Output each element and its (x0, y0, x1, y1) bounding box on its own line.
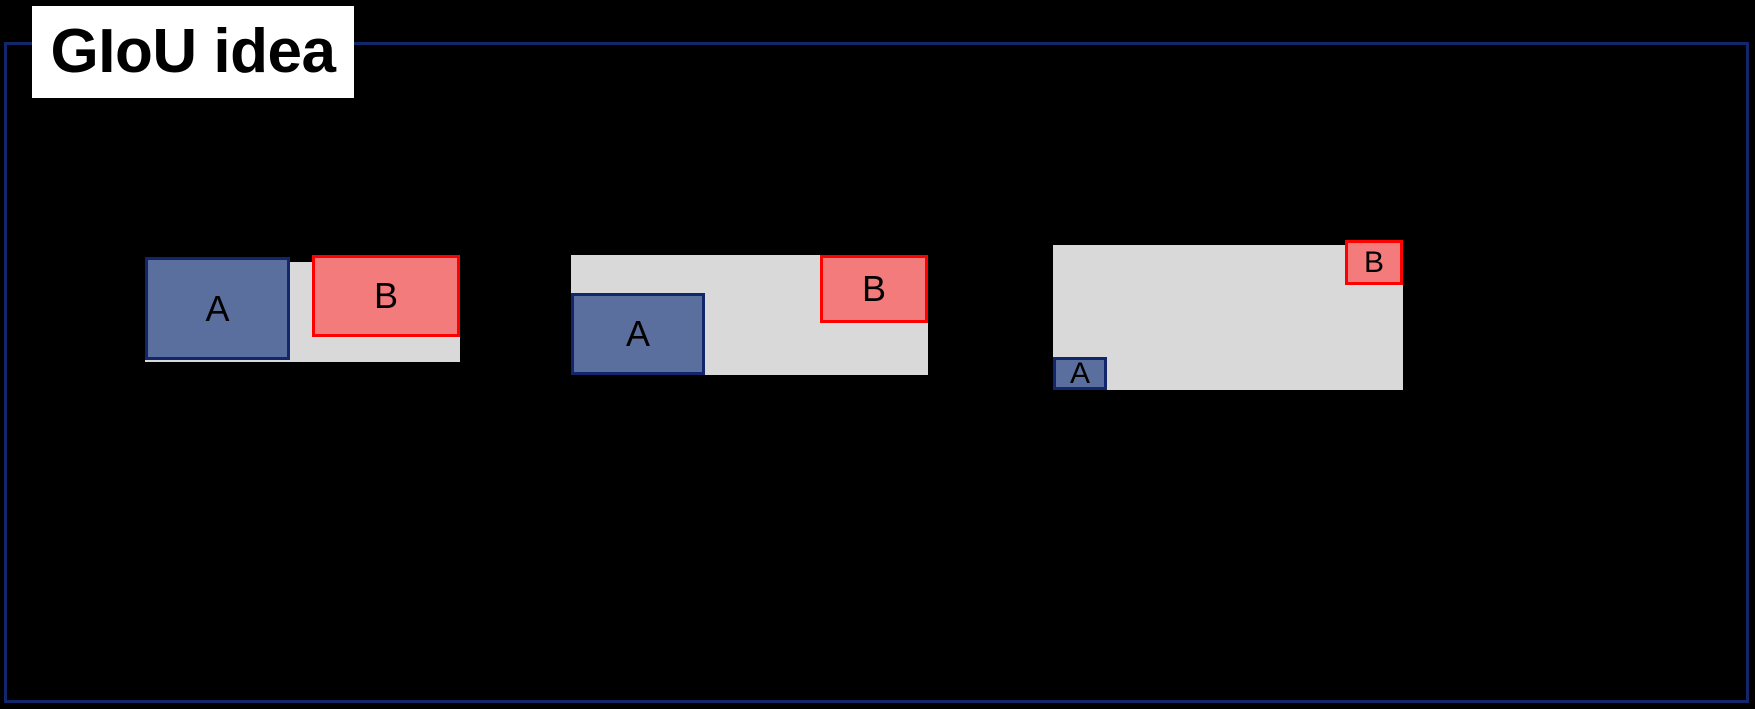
box-a-1: A (145, 257, 290, 360)
box-b-1: B (312, 255, 460, 337)
box-b-label-2: B (861, 268, 886, 309)
slide-title-box: GIoU idea (32, 6, 354, 98)
box-b-label-1: B (373, 275, 398, 316)
page-title: GIoU idea (50, 17, 336, 86)
enclosing-box-3 (1053, 245, 1403, 390)
box-b-3: B (1345, 240, 1403, 285)
box-a-label-3: A (1069, 356, 1090, 390)
box-b-label-3: B (1363, 245, 1384, 279)
slide-border-frame (4, 42, 1749, 703)
box-a-label-1: A (205, 287, 230, 329)
box-a-label-2: A (625, 313, 650, 354)
box-b-2: B (820, 255, 928, 323)
box-a-3: A (1053, 357, 1107, 390)
box-a-2: A (571, 293, 705, 375)
